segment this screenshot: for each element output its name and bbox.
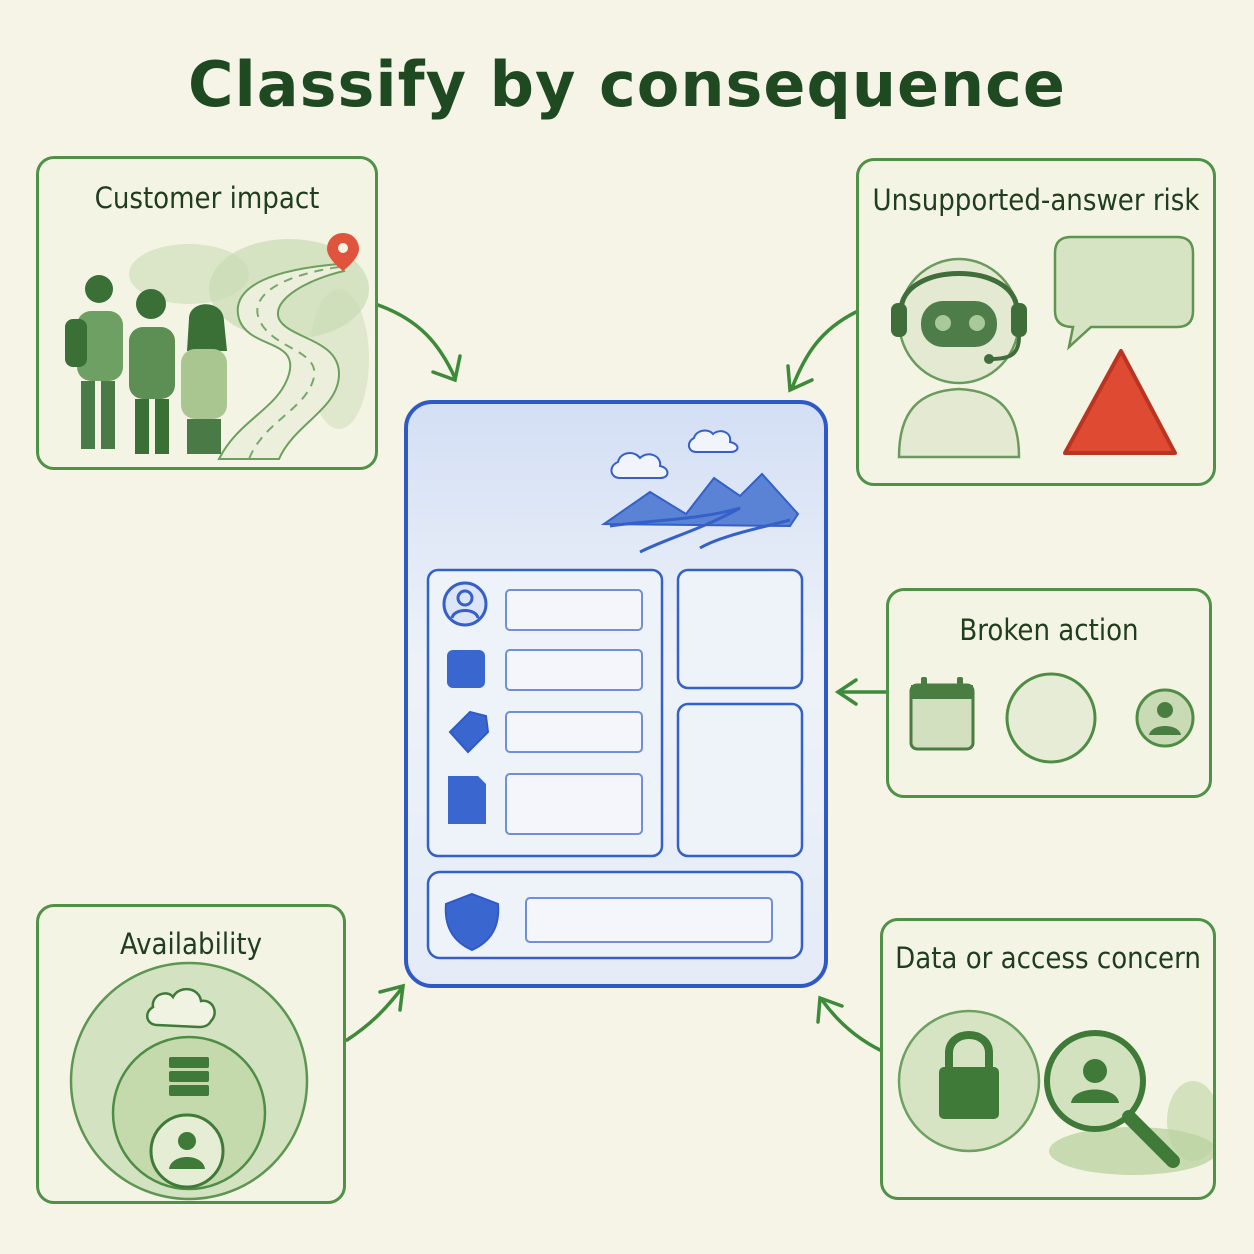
card-title-availability: Availability — [119, 927, 263, 961]
magnifier-icon — [1044, 1030, 1180, 1168]
data-access-illustration — [897, 1009, 1213, 1175]
broken-action-illustration — [909, 672, 1195, 764]
arrow-availability-head — [378, 983, 406, 1012]
server-icon — [169, 1057, 209, 1096]
speech-bubble-icon — [1053, 235, 1195, 351]
arrow-data-access — [820, 998, 882, 1052]
arrow-availability — [345, 986, 404, 1042]
arrow-data-access-head — [816, 995, 844, 1024]
arrow-unsupported-answer-head — [786, 364, 814, 393]
card-title-data-access-concern: Data or access concern — [895, 941, 1201, 975]
user-icon — [169, 1132, 205, 1169]
card-customer-impact: Customer impact — [36, 156, 378, 470]
arrow-unsupported-answer — [790, 310, 858, 390]
calendar-icon — [909, 677, 975, 751]
people-icon — [65, 275, 227, 454]
card-unsupported-answer-risk: Unsupported-answer risk — [856, 158, 1216, 486]
customer-impact-illustration — [65, 233, 369, 460]
card-title-unsupported-answer-risk: Unsupported-answer risk — [872, 183, 1200, 217]
card-title-customer-impact: Customer impact — [94, 181, 320, 215]
map-pin-icon — [327, 233, 359, 271]
card-title-broken-action: Broken action — [959, 613, 1139, 647]
arrow-customer-impact — [376, 303, 457, 380]
arrow-customer-impact-head — [431, 354, 462, 383]
person-2 — [129, 289, 175, 454]
cloud-icon — [145, 988, 216, 1029]
card-broken-action: Broken action — [886, 588, 1212, 798]
circle-icon — [1005, 672, 1097, 764]
warning-triangle-icon — [1063, 349, 1177, 455]
availability-illustration — [69, 961, 309, 1201]
user-icon — [1071, 1059, 1119, 1103]
person-3 — [181, 304, 227, 454]
user-icon — [1135, 688, 1195, 748]
lock-icon — [939, 1031, 999, 1119]
person-1 — [65, 275, 123, 449]
page-title: Classify by consequence — [188, 48, 1066, 121]
robot-agent-icon — [891, 257, 1027, 459]
arrow-broken-action-head — [834, 678, 858, 706]
card-availability: Availability — [36, 904, 346, 1204]
unsupported-answer-illustration — [891, 235, 1195, 459]
card-data-access-concern: Data or access concern — [880, 918, 1216, 1200]
